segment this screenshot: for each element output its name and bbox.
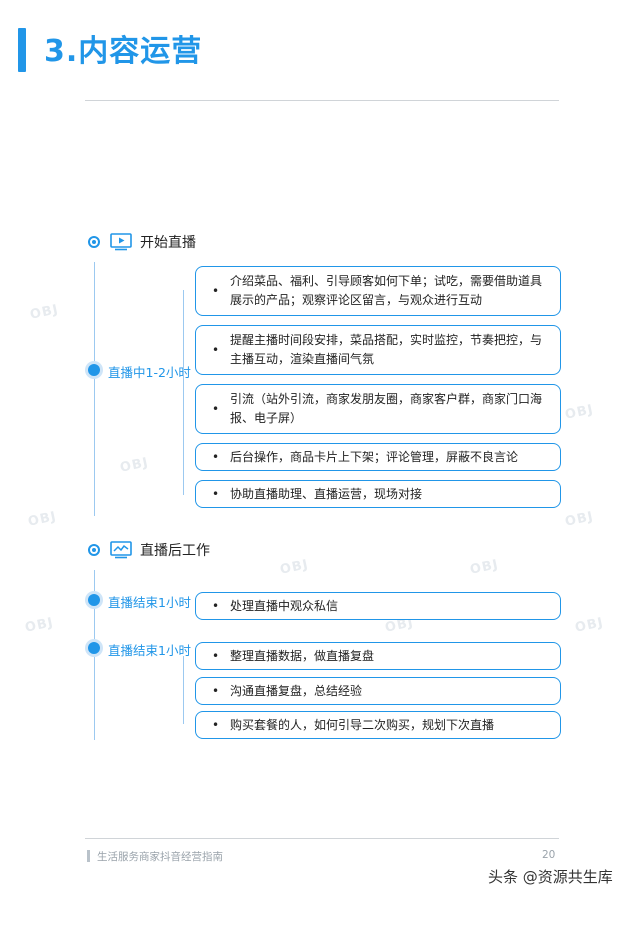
task-card: • 协助直播助理、直播运营，现场对接 bbox=[195, 480, 561, 508]
footer-title: 生活服务商家抖音经营指南 bbox=[97, 851, 223, 863]
watermark: OBJ bbox=[573, 615, 606, 636]
bracket-connector bbox=[183, 290, 184, 495]
title-accent-bar bbox=[18, 28, 26, 72]
timeline-line bbox=[94, 262, 95, 516]
card-text: 引流（站外引流，商家发朋友圈，商家客户群，商家门口海报、电子屏） bbox=[230, 392, 543, 425]
section-header-start-live: 开始直播 bbox=[88, 232, 196, 252]
bullet: • bbox=[212, 717, 220, 732]
watermark: OBJ bbox=[28, 302, 61, 323]
task-card: • 引流（站外引流，商家发朋友圈，商家客户群，商家门口海报、电子屏） bbox=[195, 384, 561, 434]
task-card: • 处理直播中观众私信 bbox=[195, 592, 561, 620]
source-credit: 头条 @资源共生库 bbox=[488, 868, 613, 886]
section-title: 直播后工作 bbox=[140, 543, 210, 559]
watermark: OBJ bbox=[563, 402, 596, 423]
card-text: 沟通直播复盘，总结经验 bbox=[230, 683, 363, 698]
card-text: 购买套餐的人，如何引导二次购买，规划下次直播 bbox=[230, 717, 495, 732]
target-icon bbox=[88, 236, 100, 248]
timeline-label: 直播中1-2小时 bbox=[108, 365, 191, 380]
bullet: • bbox=[212, 598, 220, 613]
footer-accent-mark bbox=[87, 850, 90, 862]
bullet: • bbox=[212, 283, 220, 298]
bullet: • bbox=[212, 486, 220, 501]
timeline-node bbox=[88, 594, 100, 606]
card-text: 提醒主播时间段安排，菜品搭配，实时监控，节奏把控，与主播互动，渲染直播间气氛 bbox=[230, 333, 543, 366]
section-title: 开始直播 bbox=[140, 235, 196, 251]
card-text: 协助直播助理、直播运营，现场对接 bbox=[230, 486, 423, 501]
task-card: • 购买套餐的人，如何引导二次购买，规划下次直播 bbox=[195, 711, 561, 739]
monitor-chart-icon bbox=[110, 541, 132, 559]
bullet: • bbox=[212, 401, 220, 416]
task-card: • 沟通直播复盘，总结经验 bbox=[195, 677, 561, 705]
card-text: 整理直播数据，做直播复盘 bbox=[230, 648, 375, 663]
page-number: 20 bbox=[542, 849, 556, 861]
task-card: • 提醒主播时间段安排，菜品搭配，实时监控，节奏把控，与主播互动，渲染直播间气氛 bbox=[195, 325, 561, 375]
task-card: • 后台操作，商品卡片上下架；评论管理，屏蔽不良言论 bbox=[195, 443, 561, 471]
bullet: • bbox=[212, 683, 220, 698]
bullet: • bbox=[212, 342, 220, 357]
timeline-label: 直播结束1小时 bbox=[108, 595, 191, 610]
card-text: 介绍菜品、福利、引导顾客如何下单；试吃，需要借助道具展示的产品；观察评论区留言，… bbox=[230, 274, 543, 307]
timeline-node bbox=[88, 364, 100, 376]
watermark: OBJ bbox=[563, 509, 596, 530]
watermark: OBJ bbox=[26, 509, 59, 530]
watermark: OBJ bbox=[118, 455, 151, 476]
bullet: • bbox=[212, 648, 220, 663]
task-card: • 整理直播数据，做直播复盘 bbox=[195, 642, 561, 670]
footer-divider bbox=[85, 838, 559, 839]
timeline-label: 直播结束1小时 bbox=[108, 643, 191, 658]
bracket-connector bbox=[183, 656, 184, 724]
header-divider bbox=[85, 100, 559, 101]
page-title: 3.内容运营 bbox=[44, 34, 203, 69]
watermark: OBJ bbox=[468, 557, 501, 578]
section-header-after-live: 直播后工作 bbox=[88, 540, 210, 560]
bullet: • bbox=[212, 449, 220, 464]
card-text: 处理直播中观众私信 bbox=[230, 598, 339, 613]
watermark: OBJ bbox=[23, 615, 56, 636]
task-card: • 介绍菜品、福利、引导顾客如何下单；试吃，需要借助道具展示的产品；观察评论区留… bbox=[195, 266, 561, 316]
timeline-line bbox=[94, 570, 95, 740]
target-icon bbox=[88, 544, 100, 556]
timeline-node bbox=[88, 642, 100, 654]
watermark: OBJ bbox=[278, 557, 311, 578]
play-screen-icon bbox=[110, 233, 132, 251]
card-text: 后台操作，商品卡片上下架；评论管理，屏蔽不良言论 bbox=[230, 449, 519, 464]
